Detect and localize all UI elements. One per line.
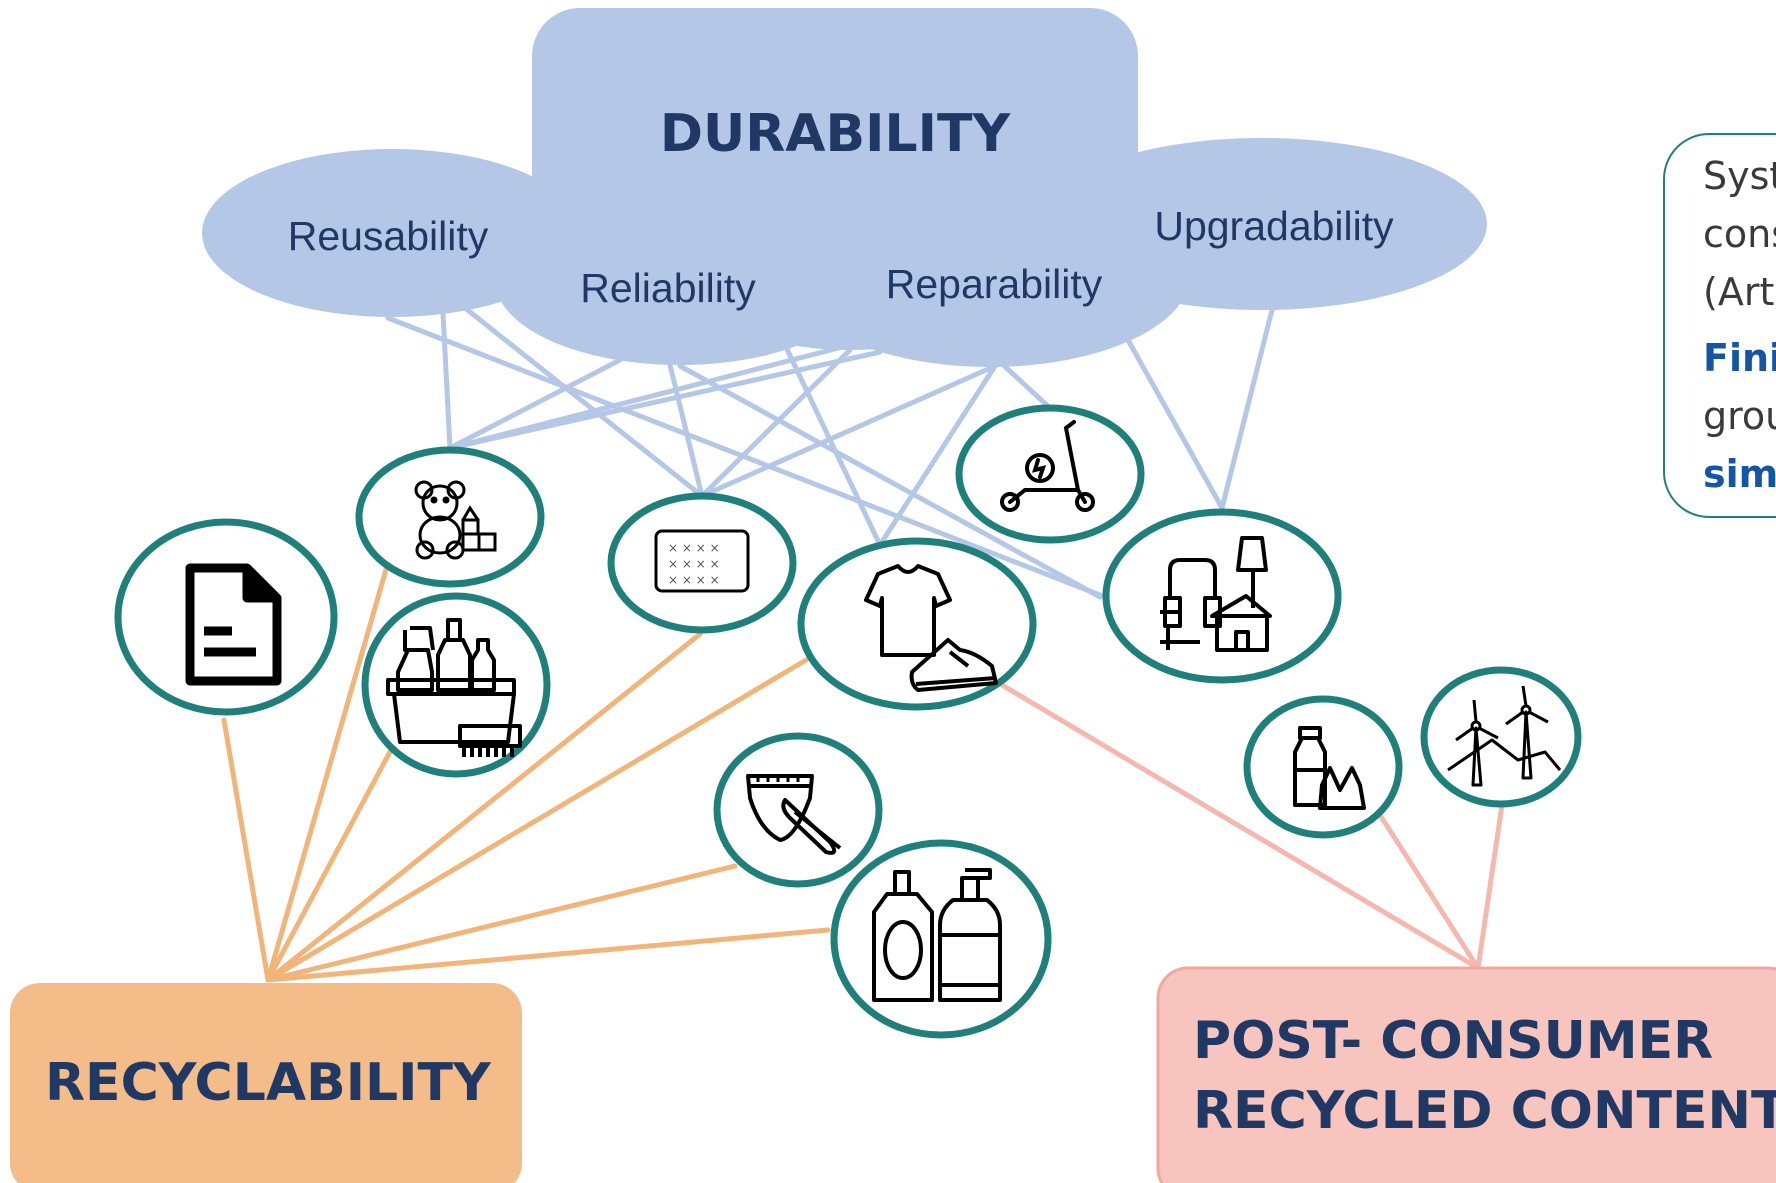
- sub-property-reusability: Reusability: [288, 213, 489, 259]
- side-note-line-2: cons: [1703, 212, 1776, 256]
- svg-text:× × × ×: × × × ×: [668, 541, 720, 555]
- connector-reparability-scooter: [997, 359, 1053, 411]
- ring-textiles: [797, 537, 1037, 711]
- recycled-content-connector-lines: [999, 682, 1505, 971]
- durability-title: DURABILITY: [660, 104, 1012, 164]
- svg-text:× × × ×: × × × ×: [668, 573, 720, 587]
- sub-property-upgradability: Upgradability: [1154, 203, 1394, 249]
- diaper-absorbent-hygiene-icon: [746, 774, 842, 855]
- recycled-content-title-line2: RECYCLED CONTENT: [1193, 1081, 1776, 1141]
- connector-reusability-mattress: [462, 305, 705, 499]
- connector-packaging-recycled: [1377, 812, 1481, 971]
- connector-reliability-toys: [447, 357, 623, 451]
- connector-hygiene-recyclability: [265, 863, 738, 983]
- furniture-icon: [1160, 536, 1272, 652]
- side-note-paragraph-2: Fini grou sim: [1703, 329, 1776, 503]
- wind-turbines-icon: [1447, 685, 1562, 787]
- recyclability-title: RECYCLABILITY: [45, 1053, 492, 1113]
- connector-upgradability-furniture-1: [1125, 337, 1225, 511]
- connector-reparability-mattress-2: [699, 363, 998, 499]
- svg-text:× × × ×: × × × ×: [668, 557, 720, 571]
- tshirt-shoe-icon: [864, 564, 998, 692]
- recyclability-connector-lines: [221, 563, 831, 983]
- connector-upgradability-furniture-2: [1219, 307, 1275, 511]
- sub-property-reparability: Reparability: [886, 261, 1103, 307]
- connector-textiles-recycled: [999, 682, 1481, 971]
- connector-document-recyclability: [221, 717, 271, 983]
- recyclability-box: [10, 983, 522, 1183]
- connector-reliability-furniture: [677, 363, 1103, 600]
- connector-detergents-recyclability: [265, 745, 395, 983]
- side-note-paragraph-1: Syst cons (Art: [1703, 147, 1776, 321]
- side-note-line-4: Fini: [1703, 336, 1776, 380]
- side-note-line-5: grou: [1703, 394, 1776, 438]
- connector-toys-recyclability: [265, 563, 390, 983]
- cosmetic-bottles-icon: [872, 868, 1002, 1002]
- electric-scooter-icon: [1000, 420, 1095, 512]
- mattress-icon: × × × × × × × × × × × ×: [654, 529, 750, 593]
- connector-mattress-recyclability: [265, 631, 703, 983]
- durability-connector-lines: [385, 305, 1275, 600]
- ring-wind: [1420, 666, 1582, 808]
- side-note-line-1: Syst: [1703, 154, 1776, 198]
- teddy-bear-toys-icon: [414, 480, 497, 560]
- ring-furniture: [1102, 508, 1342, 684]
- sub-property-reliability: Reliability: [580, 265, 756, 311]
- connector-reusability-textiles: [385, 315, 1108, 600]
- ring-detergents: [361, 592, 551, 778]
- recycled-content-box: [1156, 966, 1776, 1183]
- plastic-bottle-bag-icon: [1293, 726, 1366, 810]
- connector-reparability-textiles-2: [877, 363, 998, 548]
- connector-cosmetics-recyclability: [265, 927, 831, 983]
- durability-cloud: [202, 8, 1487, 367]
- connector-textiles-recyclability: [265, 657, 809, 983]
- connector-wind-recycled: [1475, 802, 1505, 971]
- document-icon: [185, 563, 282, 686]
- side-note-line-6: sim: [1703, 452, 1776, 496]
- connector-reparability-toys-2: [447, 349, 883, 451]
- cleaning-products-basket-icon: [386, 618, 522, 757]
- side-note-line-3: (Art: [1703, 270, 1775, 314]
- recycled-content-title-line1: POST- CONSUMER: [1193, 1011, 1713, 1071]
- side-note-box: Syst cons (Art Fini grou sim: [1663, 133, 1776, 518]
- connector-reparability-textiles-1: [782, 342, 883, 548]
- connector-reparability-mattress: [699, 347, 853, 499]
- connector-reliability-mattress: [667, 362, 705, 499]
- connector-reusability-toys: [440, 310, 453, 451]
- ring-mattress: [607, 492, 797, 634]
